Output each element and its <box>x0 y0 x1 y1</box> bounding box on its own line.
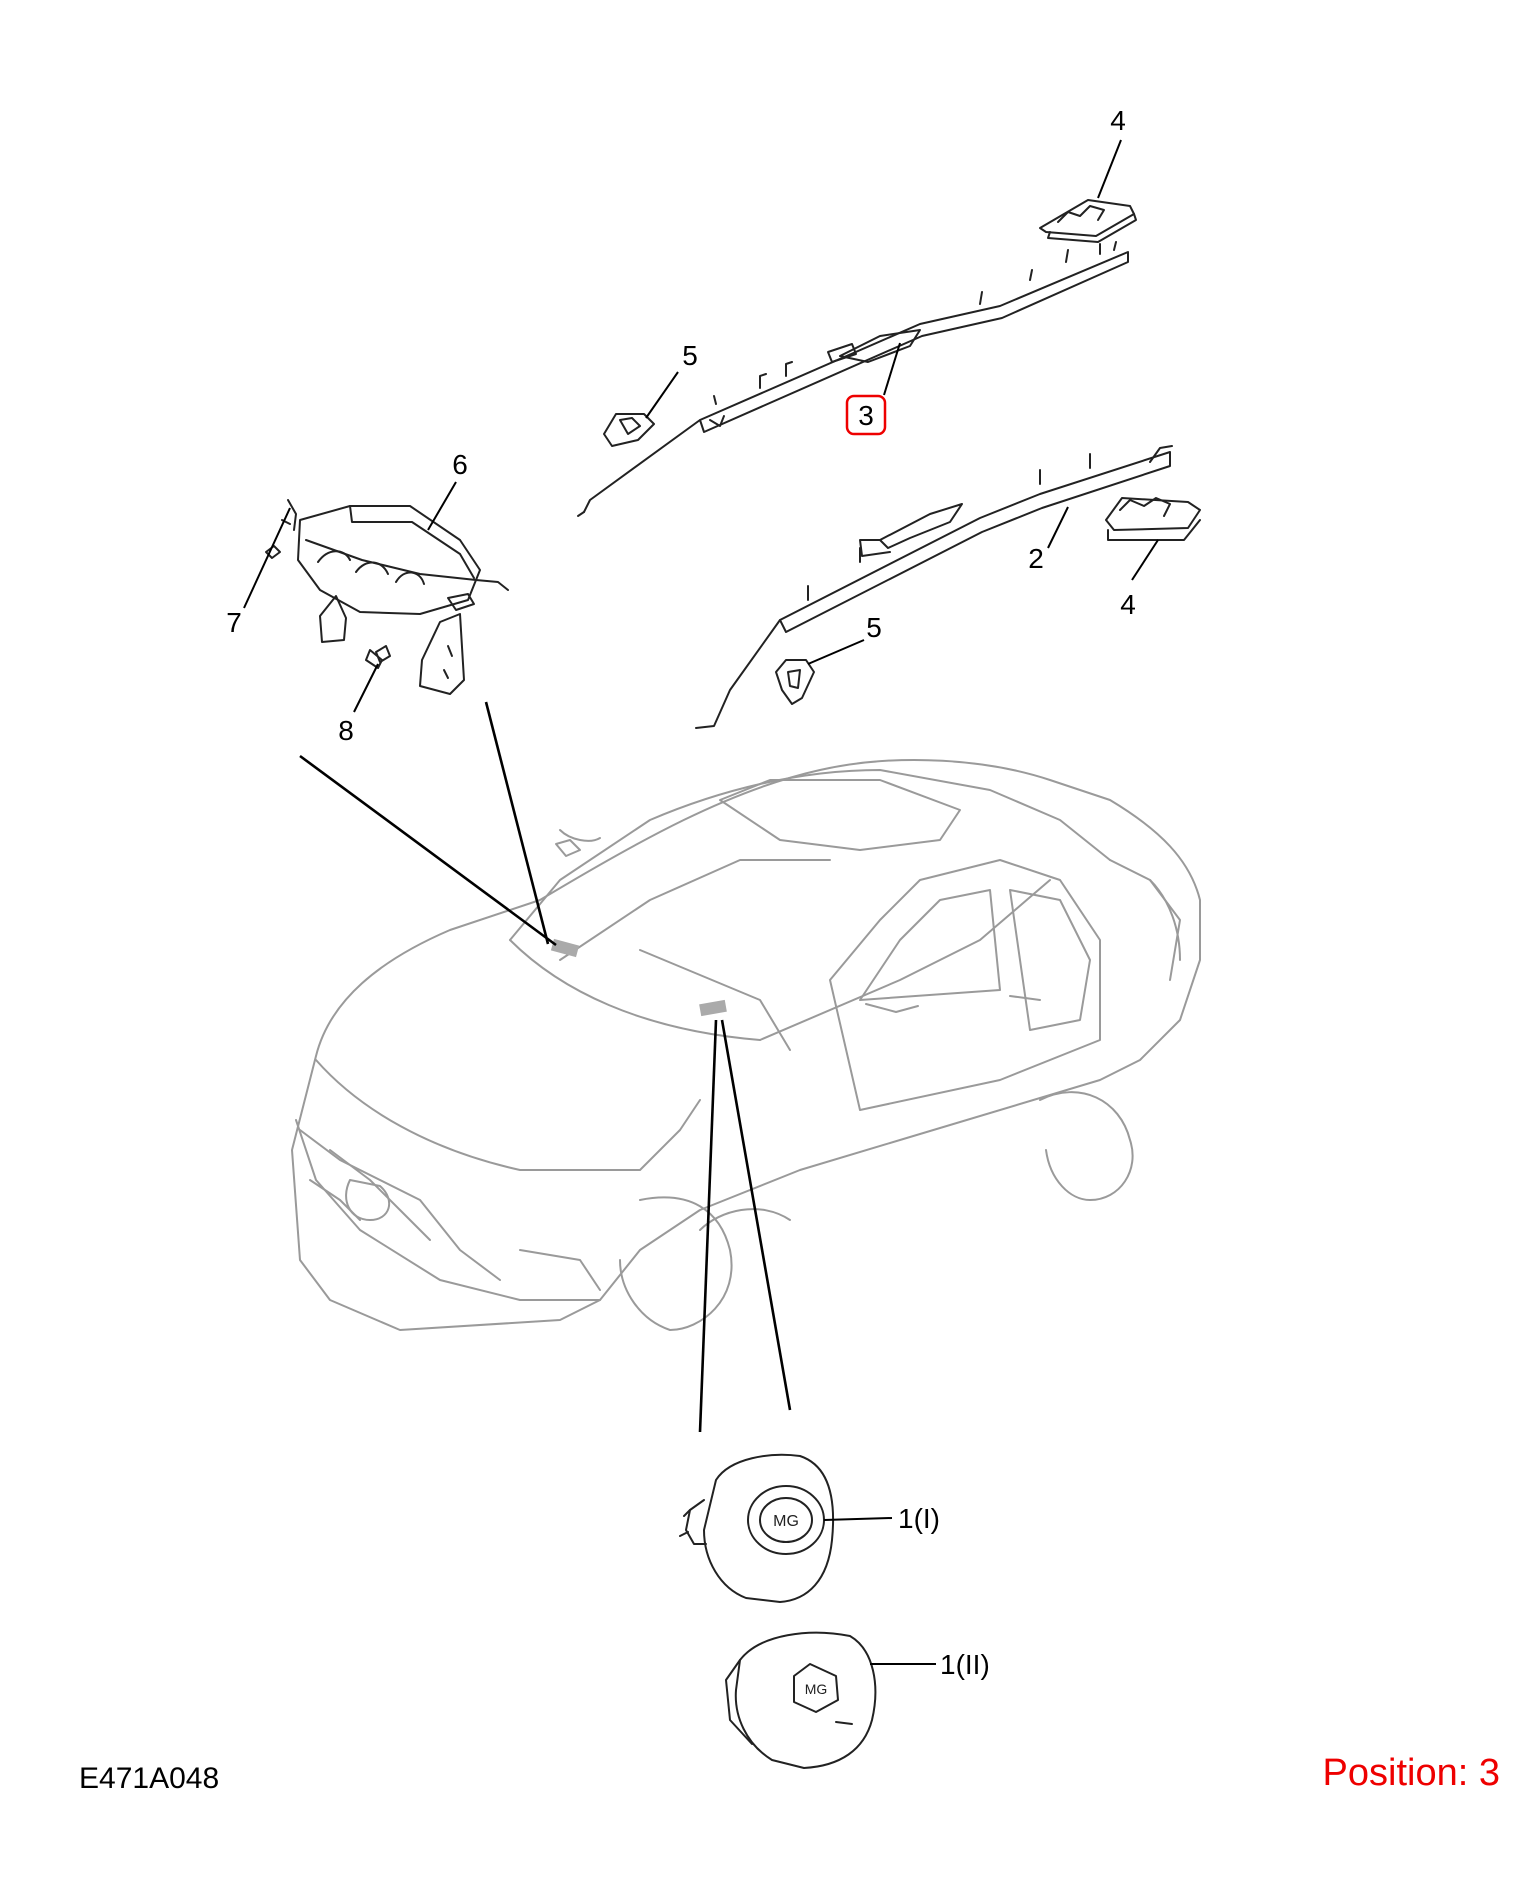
part-3-curtain-airbag-upper[interactable] <box>577 241 1129 517</box>
part-8-bolt[interactable] <box>375 645 391 663</box>
part-5-lower-clip[interactable] <box>775 659 815 705</box>
leader-part-6 <box>427 481 457 531</box>
leader-car-to-part-1-a <box>698 1019 718 1433</box>
vehicle-outline <box>291 758 1201 1331</box>
part-4-upper-clip[interactable] <box>1039 199 1137 243</box>
mg-logo-i: MG <box>773 1513 799 1530</box>
leader-part-3 <box>883 342 901 396</box>
leader-car-to-part-6-a <box>299 754 557 947</box>
leader-part-8 <box>353 663 379 713</box>
leader-car-to-part-6-b <box>484 701 550 945</box>
mg-logo-ii: MG <box>805 1681 828 1697</box>
leader-part-1-i <box>823 1517 893 1521</box>
part-1-i-driver-airbag[interactable]: MG <box>679 1453 835 1603</box>
callout-2[interactable]: 2 <box>1028 543 1044 574</box>
leader-part-7 <box>243 507 291 609</box>
diagram-code: E471A048 <box>79 1762 220 1795</box>
callout-6[interactable]: 6 <box>452 449 468 480</box>
highlight-box-3 <box>845 394 887 436</box>
leader-part-4-lower <box>1131 539 1159 581</box>
part-7-screw[interactable] <box>265 545 281 559</box>
position-label: Position: 3 <box>1322 1752 1500 1794</box>
part-1-ii-driver-airbag[interactable]: MG <box>725 1631 877 1769</box>
callout-1-i[interactable]: 1(I) <box>898 1503 940 1534</box>
callout-3[interactable]: 3 <box>858 400 874 431</box>
leader-part-5-lower <box>807 639 865 665</box>
marker-passenger-airbag <box>550 938 580 958</box>
marker-driver-airbag <box>699 999 727 1017</box>
callout-4-upper[interactable]: 4 <box>1110 105 1126 136</box>
part-5-upper-clip[interactable] <box>603 413 655 447</box>
part-2-curtain-airbag-lower[interactable] <box>695 445 1173 729</box>
callout-4-lower[interactable]: 4 <box>1120 589 1136 620</box>
callout-1-ii[interactable]: 1(II) <box>940 1649 990 1680</box>
callout-7[interactable]: 7 <box>226 607 242 638</box>
callout-8[interactable]: 8 <box>338 715 354 746</box>
part-4-lower-clip[interactable] <box>1105 497 1201 541</box>
callout-5-upper[interactable]: 5 <box>682 340 698 371</box>
part-6-passenger-airbag[interactable] <box>281 499 509 695</box>
leader-part-5-upper <box>645 371 679 419</box>
callout-5-lower[interactable]: 5 <box>866 612 882 643</box>
leader-car-to-part-1-b <box>720 1019 792 1411</box>
leader-part-2 <box>1047 506 1069 549</box>
leader-part-4-upper <box>1097 139 1122 199</box>
